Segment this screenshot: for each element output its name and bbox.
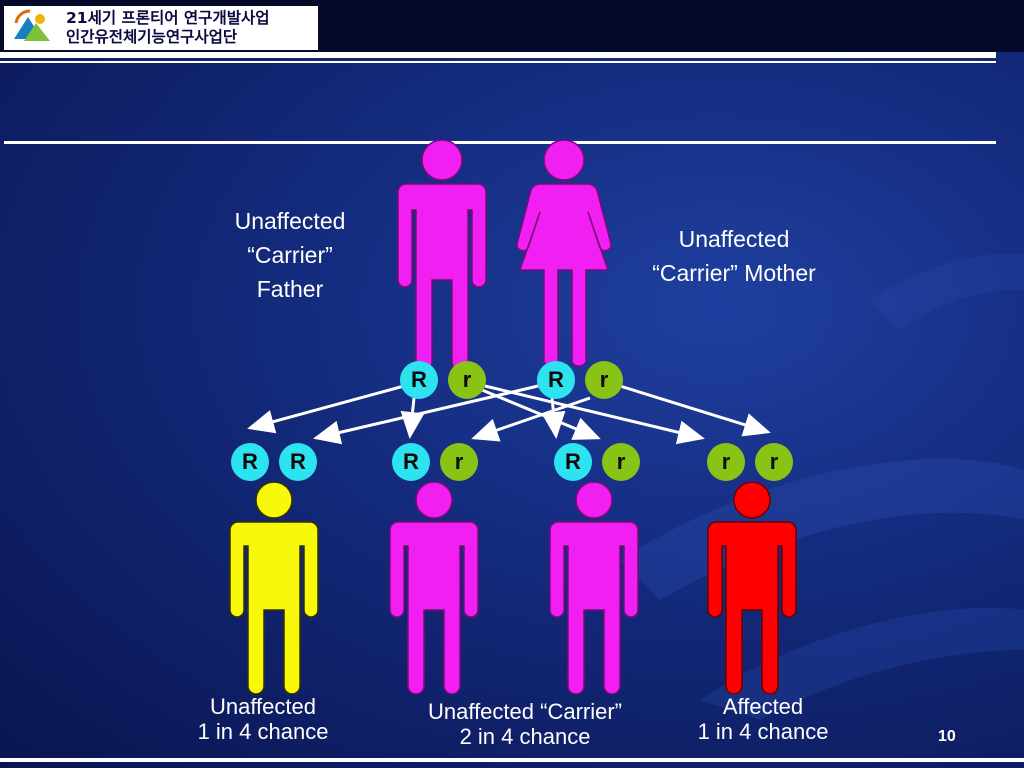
child4-figure [707,482,797,694]
father-label-line-3: Father [256,276,324,302]
header-rule-thin [0,61,996,63]
mother-label-line-2: “Carrier” Mother [652,260,816,286]
logo-mark-icon [14,9,50,41]
arrow-father-R-child1 [247,384,405,434]
arrow-father-r-child4 [484,384,705,445]
logo: 21세기 프론티어 연구개발사업 인간유전체기능연구사업단 [4,6,318,50]
child3-allele-1: R [554,443,592,481]
logo-text: 21세기 프론티어 연구개발사업 인간유전체기능연구사업단 [66,9,269,47]
arrow-mother-R-child1 [313,384,539,445]
child2-allele-2: r [440,443,478,481]
child1-label-line-1: Unaffected [209,694,316,719]
child1-allele-1: R [231,443,269,481]
child1-label: Unaffected 1 in 4 chance [178,694,348,744]
arrow-mother-r-child4 [619,384,771,437]
child2-allele-1: R [392,443,430,481]
child1-label-line-2: 1 in 4 chance [197,719,329,744]
mother-label: Unaffected “Carrier” Mother [626,222,842,290]
child4-label: Affected 1 in 4 chance [678,694,848,744]
father-figure [397,140,487,370]
child4-allele-1: r [707,443,745,481]
father-allele-1: R [400,361,438,399]
mother-allele-2: r [585,361,623,399]
child3-allele-2: r [602,443,640,481]
child2-label: Unaffected “Carrier” 2 in 4 chance [404,699,646,749]
child1-allele-2: R [279,443,317,481]
mother-allele-1: R [537,361,575,399]
header-rule-thick [0,52,996,58]
child2-label-line-1: Unaffected “Carrier” [428,699,622,724]
mother-label-line-1: Unaffected [678,226,790,252]
logo-line-2: 인간유전체기능연구사업단 [66,28,238,46]
footer-rule [0,758,1024,762]
child2-figure [389,482,479,694]
child4-label-line-2: 1 in 4 chance [697,719,829,744]
slide-number: 10 [938,728,956,745]
arrow-mother-r-child2 [471,396,591,442]
arrow-mother-R-child3 [541,397,566,439]
father-label-line-1: Unaffected [234,208,346,234]
logo-line-1: 21세기 프론티어 연구개발사업 [66,9,270,27]
child1-figure [229,482,319,694]
divider-line [4,141,996,144]
child2-label-line-2: 2 in 4 chance [459,724,591,749]
father-label: Unaffected “Carrier” Father [212,204,368,306]
father-label-line-2: “Carrier” [247,242,333,268]
child4-allele-2: r [755,443,793,481]
mother-figure [516,140,612,367]
child4-label-line-1: Affected [722,694,804,719]
father-allele-2: r [448,361,486,399]
child3-figure [549,482,639,694]
